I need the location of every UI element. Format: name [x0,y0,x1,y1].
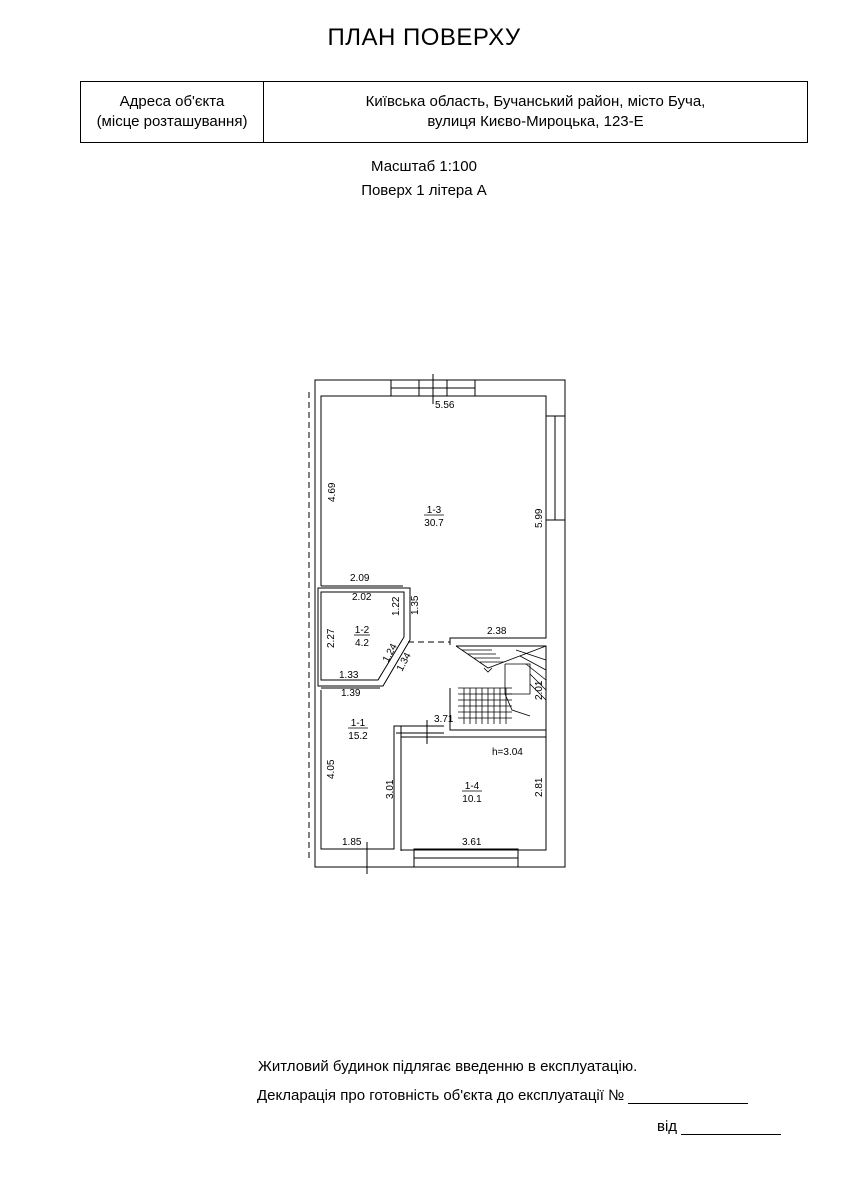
room-area: 4.2 [355,638,369,649]
dim-right-1-3: 5.99 [534,508,545,528]
dim-3-61: 3.61 [462,837,482,848]
declaration-number-blank [628,1103,749,1104]
address-value-line2: вулиця Києво-Мироцька, 123-Е [427,113,644,130]
floor-label: Поверх 1 літера А [361,182,487,199]
footer-line1: Житловий будинок підлягає введенню в екс… [258,1058,638,1075]
address-value-cell: Київська область, Бучанський район, міст… [263,81,808,143]
room-label-1-3: 1-3 30.7 [424,505,444,529]
room-id: 1-1 [351,718,366,729]
page-title: ПЛАН ПОВЕРХУ [327,24,521,51]
room-id: 1-3 [427,505,442,516]
dim-1-85: 1.85 [342,837,362,848]
room-id: 1-4 [465,781,480,792]
scale-label: Масштаб 1:100 [371,158,477,175]
room-label-1-1: 1-1 15.2 [348,718,368,742]
dim-3-71: 3.71 [434,714,454,725]
dim-2-38: 2.38 [487,626,507,637]
address-label-cell: Адреса об'єкта (місце розташування) [80,81,264,143]
address-table: Адреса об'єкта (місце розташування) Київ… [80,81,808,143]
dim-3-01: 3.01 [385,779,396,799]
footer-line2-row: Декларація про готовність об'єкта до екс… [257,1087,749,1104]
dim-top-width: 5.56 [435,400,455,411]
footer-line3-row: від [657,1118,782,1135]
room-label-1-2: 1-2 4.2 [354,625,370,649]
room-area: 10.1 [462,794,482,805]
room-1-1-wall [320,690,444,850]
dim-2-02: 2.02 [352,592,372,603]
dim-1-35: 1.35 [410,595,421,615]
room-1-2-wall [320,591,405,681]
room-label-1-4: 1-4 10.1 [462,781,482,805]
footer-line3: від [657,1118,678,1135]
dim-left-1-3: 4.69 [327,482,338,502]
dim-1-22: 1.22 [391,596,402,616]
dim-1-39: 1.39 [341,688,361,699]
dim-2-09: 2.09 [350,573,370,584]
room-id: 1-2 [355,625,370,636]
outer-wall [314,379,566,868]
dim-1-33: 1.33 [339,670,359,681]
room-1-4-wall [400,736,547,851]
address-value-line1: Київська область, Бучанський район, міст… [365,93,706,110]
room-area: 15.2 [348,731,368,742]
dim-1-34: 1.34 [395,651,414,674]
room-1-2-outer-wall [317,587,411,687]
dim-4-05: 4.05 [326,759,337,779]
declaration-date-blank [681,1134,782,1135]
footer-line2: Декларація про готовність об'єкта до екс… [257,1087,625,1104]
address-label-line1: Адреса об'єкта [119,93,225,110]
dim-2-81: 2.81 [534,777,545,797]
room-area: 30.7 [424,518,444,529]
dim-2-01: 2.01 [534,680,545,700]
dim-2-27: 2.27 [326,628,337,648]
address-label-line2: (місце розташування) [96,113,248,130]
staircase [455,645,547,724]
height-note: h=3.04 [492,747,523,758]
